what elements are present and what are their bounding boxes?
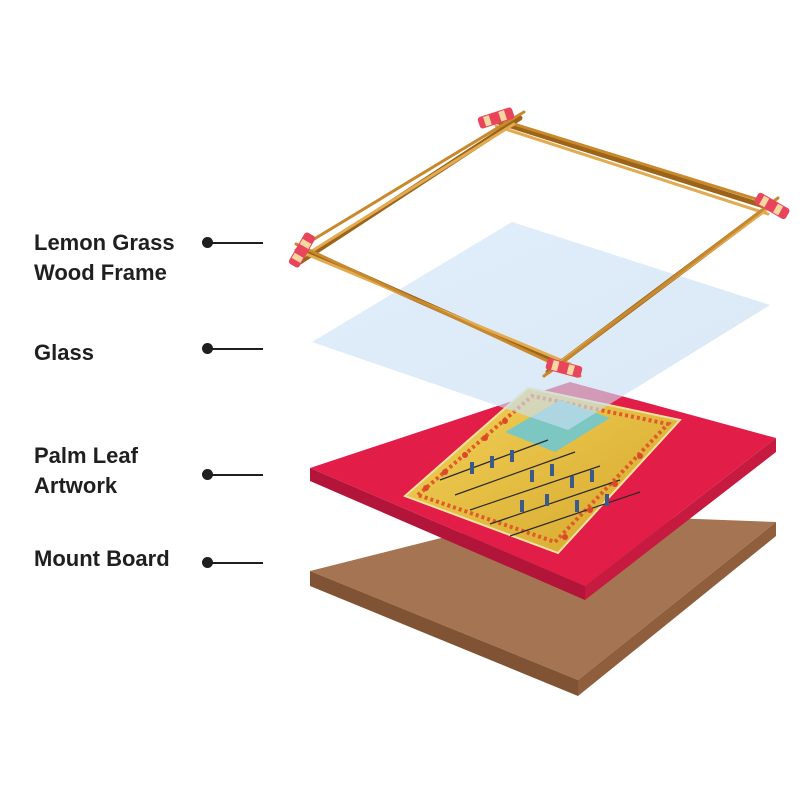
- label-artwork-line1: Palm Leaf: [34, 443, 138, 468]
- pointer-line: [210, 348, 263, 350]
- label-artwork-line2: Artwork: [34, 473, 118, 498]
- artwork-figure-marks: [470, 450, 609, 512]
- label-artwork: Palm Leaf Artwork: [34, 441, 138, 501]
- pointer-line: [210, 474, 263, 476]
- mat-board-side-edge: [585, 438, 776, 600]
- pointer-dot: [202, 469, 213, 480]
- mount-board-top: [310, 513, 776, 680]
- frame-bar-bottom: [294, 242, 582, 378]
- artwork-floral-trim: [423, 418, 643, 540]
- label-mount: Mount Board: [34, 544, 170, 574]
- label-frame-line1: Lemon Grass: [34, 230, 175, 255]
- palm-leaf-artwork: [403, 386, 682, 555]
- glass-layer: [312, 222, 770, 430]
- artwork-layer: [310, 382, 776, 600]
- frame-bar-right: [542, 196, 780, 378]
- label-glass-line1: Glass: [34, 340, 94, 365]
- pointer-dot: [202, 557, 213, 568]
- label-mount-line1: Mount Board: [34, 546, 170, 571]
- label-glass: Glass: [34, 338, 94, 368]
- pointer-dot: [202, 343, 213, 354]
- mat-board-front-edge: [310, 468, 585, 600]
- frame-bar-top: [486, 114, 774, 216]
- frame-corner-ties: [288, 107, 790, 378]
- pointer-line: [210, 562, 263, 564]
- frame-bar-left: [294, 110, 526, 265]
- pointer-line: [210, 242, 263, 244]
- label-frame: Lemon Grass Wood Frame: [34, 228, 175, 288]
- pointer-dot: [202, 237, 213, 248]
- lemon-grass-frame-layer: [288, 107, 790, 378]
- mount-board-side-edge: [578, 522, 776, 696]
- artwork-border: [414, 393, 672, 545]
- mount-board-layer: [310, 513, 776, 696]
- label-frame-line2: Wood Frame: [34, 260, 167, 285]
- mount-board-front-edge: [310, 571, 578, 696]
